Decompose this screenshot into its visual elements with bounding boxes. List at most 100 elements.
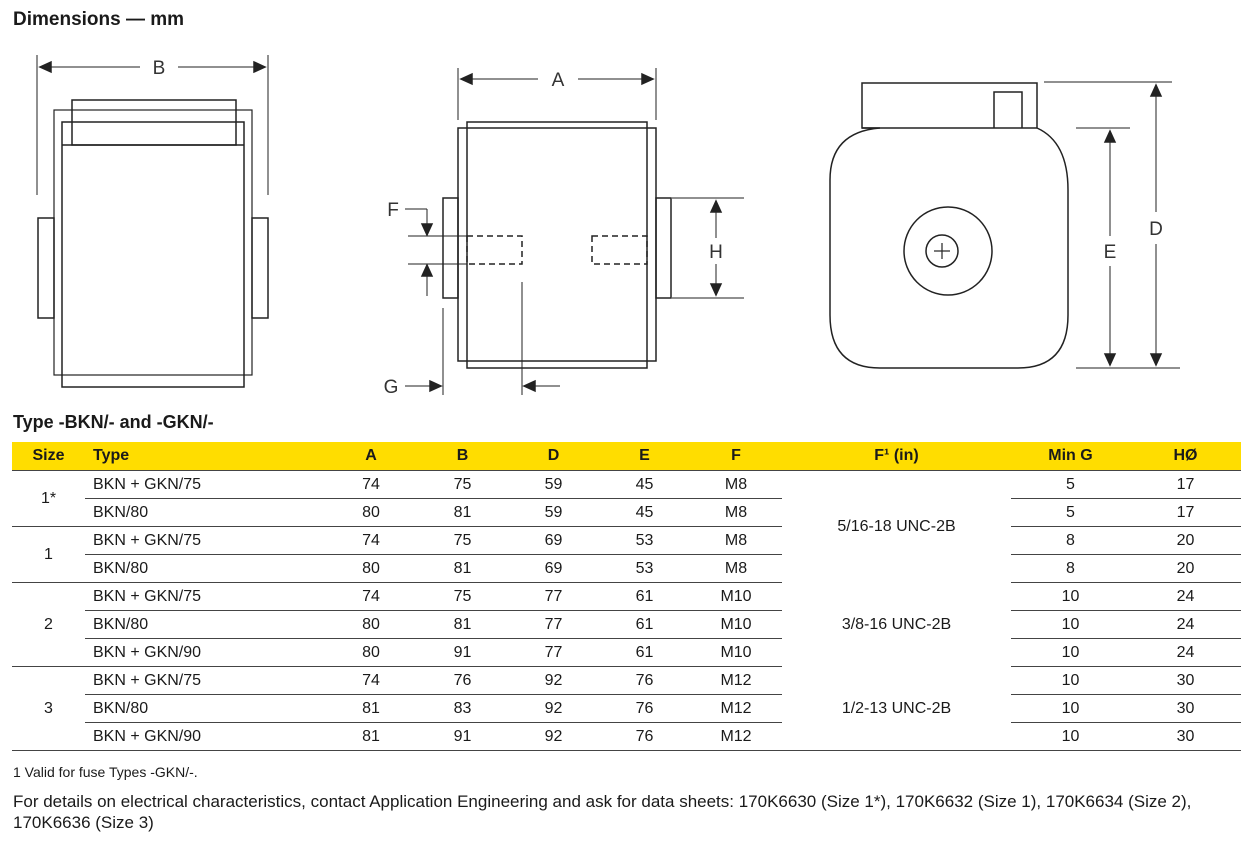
dim-label-f: F (387, 200, 399, 221)
a-cell: 80 (325, 554, 417, 583)
table-row: 3 BKN + GKN/75 74 76 92 76 M12 1/2-13 UN… (12, 666, 1241, 751)
type-cell: BKN + GKN/90 (85, 722, 325, 751)
h-cell: 20 (1130, 526, 1241, 555)
dim-label-d: D (1149, 219, 1163, 240)
e-cell: 53 (599, 526, 690, 555)
b-cell: 81 (417, 554, 508, 583)
type-cell: BKN/80 (85, 498, 325, 527)
table-row: BKN/80 81 83 92 76 M12 10 30 (12, 694, 1241, 723)
table-header-row: Size Type A B D E F F¹ (in) Min G HØ (12, 442, 1241, 471)
b-cell: 91 (417, 638, 508, 667)
e-cell: 76 (599, 666, 690, 695)
b-cell: 75 (417, 526, 508, 555)
header-min-g: Min G (1011, 442, 1130, 471)
h-cell: 20 (1130, 554, 1241, 583)
min-g-cell: 10 (1011, 582, 1130, 611)
table-row: BKN/80 80 81 59 45 M8 5 17 (12, 498, 1241, 527)
h-cell: 24 (1130, 610, 1241, 639)
min-g-cell: 10 (1011, 666, 1130, 695)
size-cell: 2 (12, 582, 85, 667)
f-in-cell: 1/2-13 UNC-2B (782, 666, 1011, 751)
header-a: A (325, 442, 417, 471)
details-note: For details on electrical characteristic… (13, 792, 1192, 832)
dimensions-table: Size Type A B D E F F¹ (in) Min G HØ 1* … (12, 442, 1241, 751)
header-d: D (508, 442, 599, 471)
d-cell: 92 (508, 694, 599, 723)
a-cell: 81 (325, 694, 417, 723)
a-cell: 74 (325, 666, 417, 695)
header-type: Type (85, 442, 325, 471)
f-cell: M10 (690, 638, 782, 667)
e-cell: 61 (599, 610, 690, 639)
h-cell: 24 (1130, 582, 1241, 611)
h-cell: 30 (1130, 722, 1241, 751)
f-cell: M10 (690, 610, 782, 639)
e-cell: 61 (599, 638, 690, 667)
h-cell: 30 (1130, 666, 1241, 695)
table-row: BKN + GKN/90 80 91 77 61 M10 10 24 (12, 638, 1241, 667)
e-cell: 53 (599, 554, 690, 583)
type-cell: BKN/80 (85, 610, 325, 639)
d-cell: 77 (508, 610, 599, 639)
footnote: 1 Valid for fuse Types -GKN/-. (13, 764, 198, 780)
size-cell: 1* (12, 470, 85, 527)
size-cell: 1 (12, 526, 85, 583)
f-cell: M8 (690, 526, 782, 555)
dim-label-g: G (384, 377, 399, 398)
type-cell: BKN + GKN/90 (85, 638, 325, 667)
b-cell: 81 (417, 610, 508, 639)
b-cell: 76 (417, 666, 508, 695)
table-row: 1 BKN + GKN/75 74 75 69 53 M8 8 20 (12, 526, 1241, 583)
b-cell: 75 (417, 470, 508, 499)
a-cell: 74 (325, 470, 417, 499)
f-cell: M8 (690, 470, 782, 499)
header-size: Size (12, 442, 85, 471)
e-cell: 45 (599, 498, 690, 527)
type-cell: BKN/80 (85, 554, 325, 583)
h-cell: 17 (1130, 498, 1241, 527)
e-cell: 45 (599, 470, 690, 499)
end-view-d-drawing (829, 81, 1180, 369)
min-g-cell: 10 (1011, 610, 1130, 639)
type-cell: BKN + GKN/75 (85, 470, 325, 499)
d-cell: 59 (508, 470, 599, 499)
table-row: BKN/80 80 81 77 61 M10 10 24 (12, 610, 1241, 639)
e-cell: 61 (599, 582, 690, 611)
d-cell: 92 (508, 722, 599, 751)
d-cell: 59 (508, 498, 599, 527)
e-cell: 76 (599, 722, 690, 751)
b-cell: 83 (417, 694, 508, 723)
f-in-cell: 3/8-16 UNC-2B (841, 615, 952, 633)
dim-label-h: H (709, 242, 723, 263)
e-cell: 76 (599, 694, 690, 723)
f-in-cell: 5/16-18 UNC-2B (837, 517, 956, 535)
h-cell: 17 (1130, 470, 1241, 499)
a-cell: 80 (325, 638, 417, 667)
b-cell: 91 (417, 722, 508, 751)
min-g-cell: 5 (1011, 498, 1130, 527)
d-cell: 69 (508, 526, 599, 555)
table-row: BKN + GKN/90 81 91 92 76 M12 10 30 (12, 722, 1241, 751)
d-cell: 92 (508, 666, 599, 695)
header-f: F (690, 442, 782, 471)
type-cell: BKN + GKN/75 (85, 582, 325, 611)
h-cell: 30 (1130, 694, 1241, 723)
d-cell: 77 (508, 638, 599, 667)
header-f-in: F¹ (in) (782, 442, 1011, 471)
table-row: 2 BKN + GKN/75 74 75 77 61 M10 3/8-16 UN… (12, 582, 1241, 667)
min-g-cell: 8 (1011, 554, 1130, 583)
d-cell: 77 (508, 582, 599, 611)
header-e: E (599, 442, 690, 471)
page-title: Dimensions — mm (13, 9, 185, 30)
f-cell: M12 (690, 666, 782, 695)
side-view-b-drawing (36, 55, 269, 388)
f-cell: M12 (690, 722, 782, 751)
size-cell: 3 (12, 666, 85, 751)
dimension-drawings: B A F H G D E (36, 55, 1180, 398)
b-cell: 75 (417, 582, 508, 611)
section-title: Type -BKN/- and -GKN/- (13, 412, 214, 432)
table-row: BKN/80 80 81 69 53 M8 8 20 (12, 554, 1241, 583)
min-g-cell: 10 (1011, 722, 1130, 751)
min-g-cell: 5 (1011, 470, 1130, 499)
f-cell: M8 (690, 554, 782, 583)
